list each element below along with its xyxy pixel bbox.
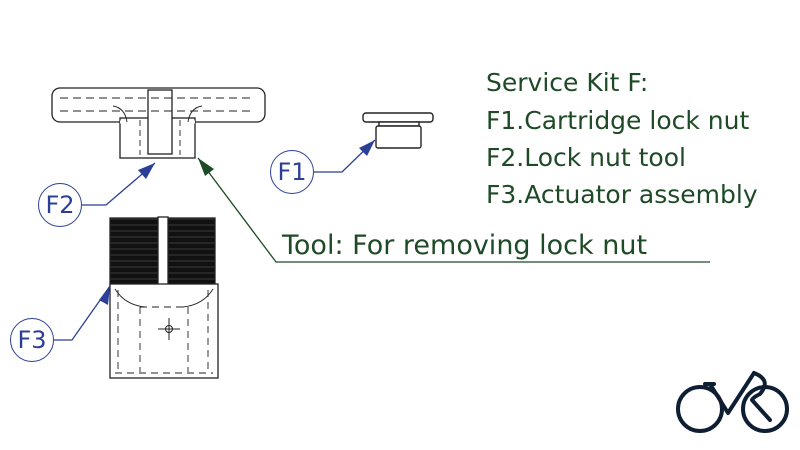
tool-note-leader — [197, 157, 710, 263]
leader-arrowheads — [99, 140, 375, 305]
balloon-f1: F1 — [270, 150, 314, 194]
kit-item-f1: F1.Cartridge lock nut — [486, 106, 750, 135]
bicycle-logo-icon — [676, 371, 789, 433]
actuator-assembly-part — [109, 216, 219, 379]
balloon-f3: F3 — [10, 318, 54, 362]
kit-item-f2: F2.Lock nut tool — [486, 143, 686, 172]
service-kit-title: Service Kit F: — [486, 68, 649, 97]
kit-item-f3: F3.Actuator assembly — [486, 180, 758, 209]
balloon-f2: F2 — [38, 183, 82, 227]
lock-nut-tool-part — [51, 87, 266, 159]
tool-note: Tool: For removing lock nut — [282, 230, 648, 261]
cartridge-lock-nut-part — [362, 112, 434, 149]
